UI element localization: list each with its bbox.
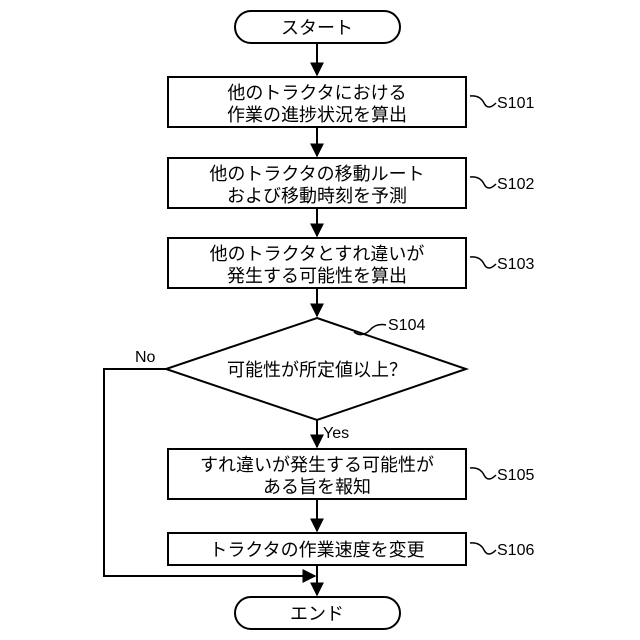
process-s102: 他のトラクタの移動ルート および移動時刻を予測 bbox=[168, 158, 466, 208]
yes-label: Yes bbox=[323, 425, 349, 442]
process-s103: 他のトラクタとすれ違いが 発生する可能性を算出 bbox=[168, 238, 466, 288]
s106-id: S106 bbox=[497, 542, 534, 559]
s102-id: S102 bbox=[497, 176, 534, 193]
process-s105: すれ違いが発生する可能性が ある旨を報知 bbox=[168, 449, 466, 499]
s105-leader bbox=[470, 468, 496, 479]
no-label: No bbox=[135, 349, 156, 366]
s101-line-2: 作業の進捗状況を算出 bbox=[227, 105, 407, 126]
start-label: スタート bbox=[281, 18, 353, 39]
s106-leader bbox=[470, 543, 496, 554]
s106-line-1: トラクタの作業速度を変更 bbox=[209, 540, 424, 561]
s102-line-1: 他のトラクタの移動ルート bbox=[209, 164, 424, 185]
s105-line-2: ある旨を報知 bbox=[263, 477, 371, 498]
s103-id: S103 bbox=[497, 256, 534, 273]
s103-line-2: 発生する可能性を算出 bbox=[227, 266, 407, 287]
end-terminal: エンド bbox=[235, 597, 400, 629]
process-s106: トラクタの作業速度を変更 bbox=[168, 533, 466, 565]
decision-text: 可能性が所定値以上？ bbox=[227, 360, 407, 381]
s105-id: S105 bbox=[497, 467, 534, 484]
s101-id: S101 bbox=[497, 95, 534, 112]
end-label: エンド bbox=[290, 604, 344, 625]
s101-leader bbox=[470, 96, 496, 107]
s103-leader bbox=[470, 257, 496, 268]
s105-line-1: すれ違いが発生する可能性が bbox=[200, 455, 434, 476]
s103-line-1: 他のトラクタとすれ違いが bbox=[210, 244, 425, 265]
s104-id: S104 bbox=[388, 317, 425, 334]
s101-line-1: 他のトラクタにおける bbox=[227, 83, 406, 104]
s102-line-2: および移動時刻を予測 bbox=[227, 186, 407, 207]
start-terminal: スタート bbox=[235, 11, 400, 43]
process-s101: 他のトラクタにおける 作業の進捗状況を算出 bbox=[168, 77, 466, 127]
s102-leader bbox=[470, 177, 496, 188]
